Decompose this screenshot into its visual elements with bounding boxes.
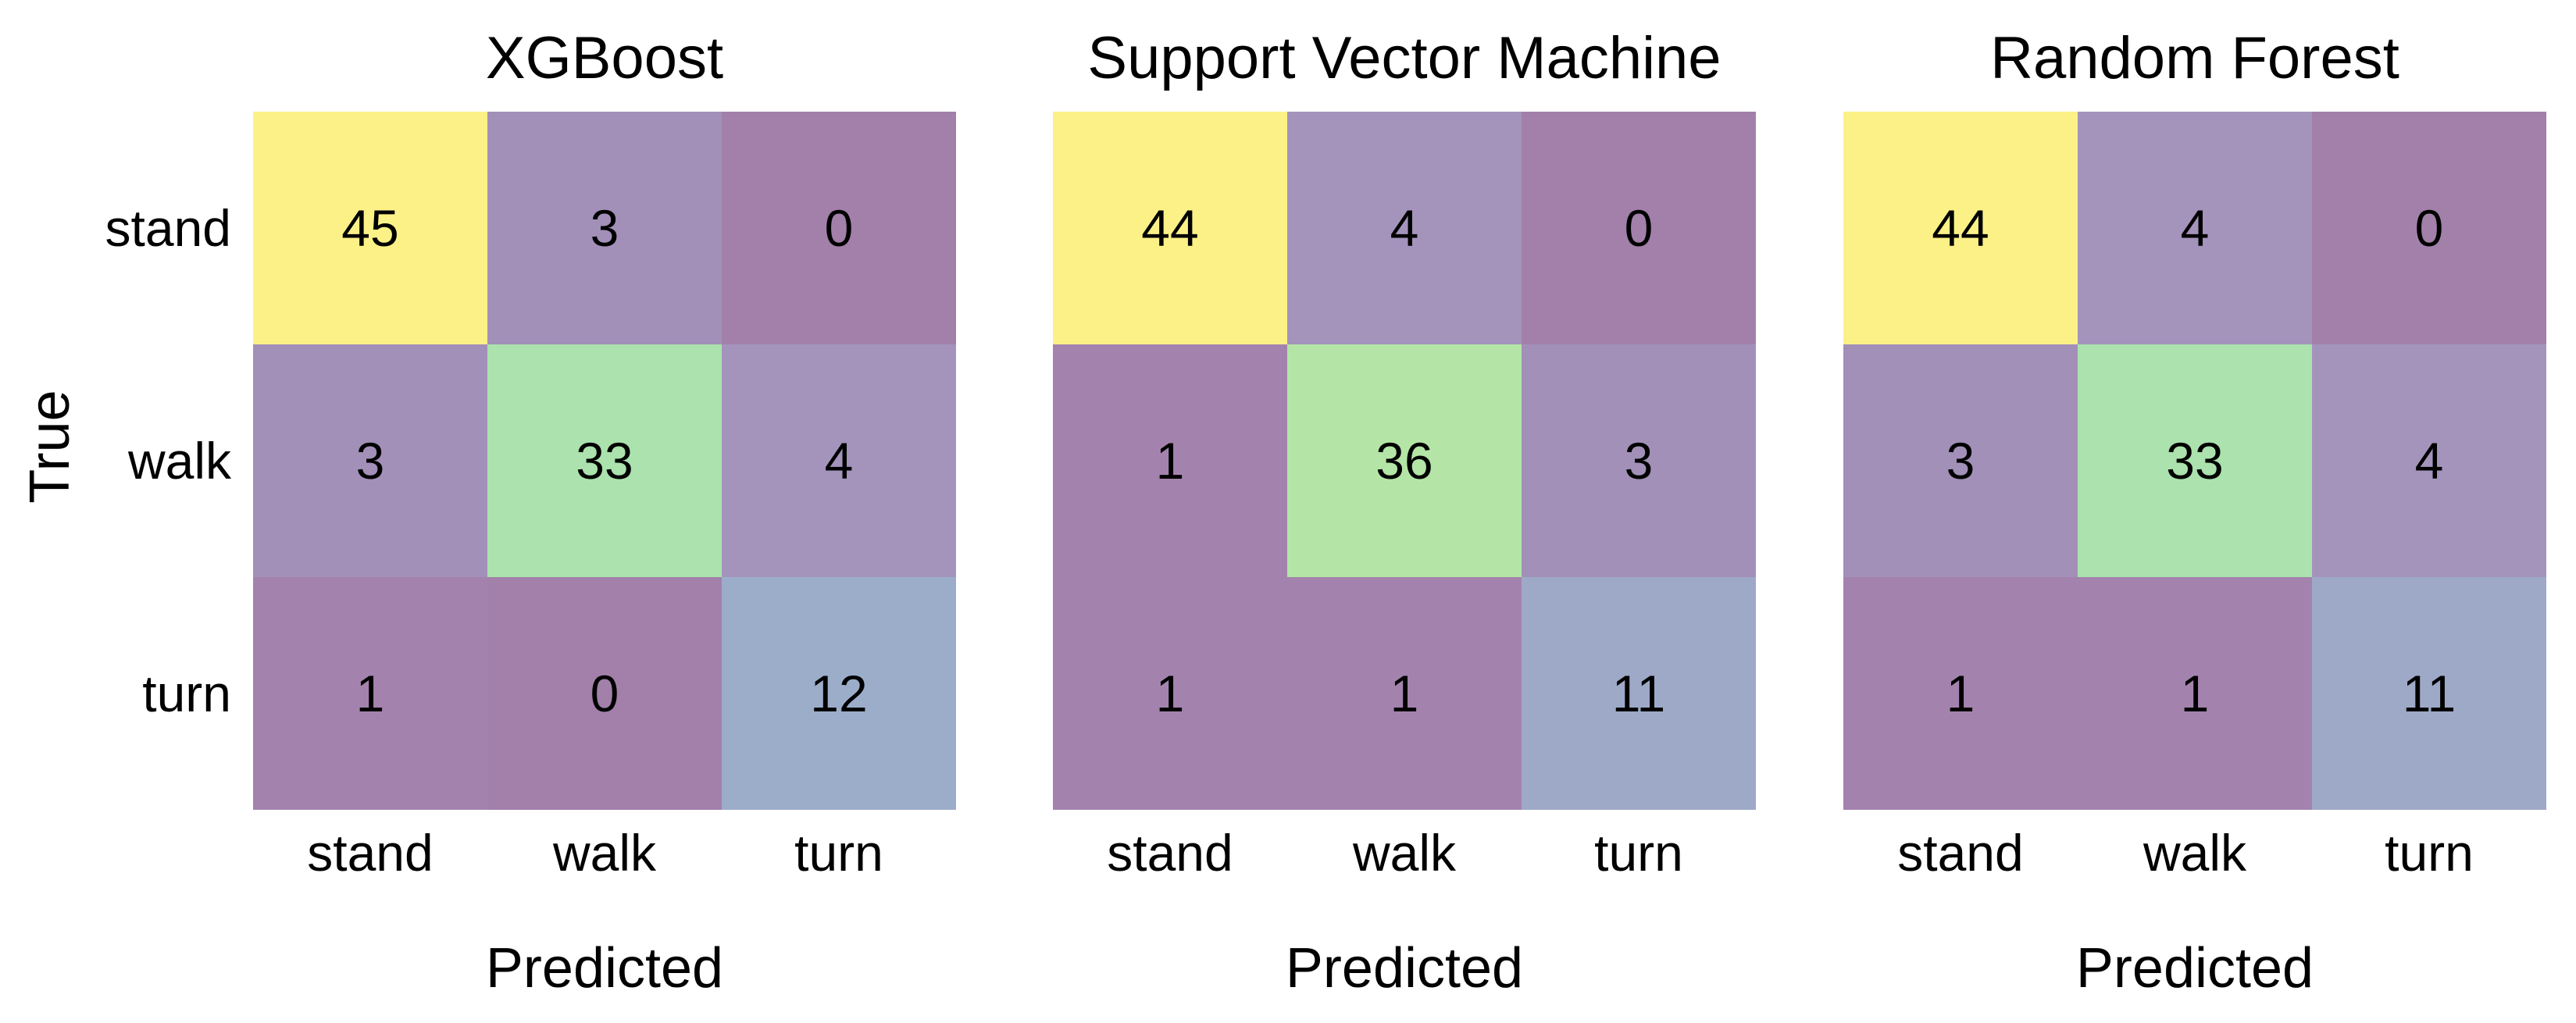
cell-rf-r2c2: 11 xyxy=(2312,577,2546,810)
x-axis-label-predicted-random-forest: Predicted xyxy=(2075,937,2314,1000)
x-tick-walk: walk xyxy=(1352,824,1457,882)
confusion-matrix-svm: 44 4 0 1 36 3 1 1 11 xyxy=(1053,112,1756,810)
cell-rf-r0c1: 4 xyxy=(2078,112,2312,344)
cell-svm-r2c1: 1 xyxy=(1287,577,1522,810)
confusion-matrix-xgboost: 45 3 0 3 33 4 1 0 12 xyxy=(253,112,956,810)
cell-rf-r1c0: 3 xyxy=(1843,344,2078,577)
cell-svm-r2c0: 1 xyxy=(1053,577,1287,810)
cell-svm-r0c2: 0 xyxy=(1522,112,1756,344)
cell-svm-r0c0: 44 xyxy=(1053,112,1287,344)
cell-xgboost-r2c0: 1 xyxy=(253,577,487,810)
cell-xgboost-r0c2: 0 xyxy=(722,112,956,344)
cell-xgboost-r2c2: 12 xyxy=(722,577,956,810)
cell-xgboost-r1c0: 3 xyxy=(253,344,487,577)
cell-xgboost-r0c1: 3 xyxy=(487,112,722,344)
cell-rf-r1c2: 4 xyxy=(2312,344,2546,577)
cell-xgboost-r0c0: 45 xyxy=(253,112,487,344)
panel-title-random-forest: Random Forest xyxy=(1990,25,2399,91)
x-tick-stand: stand xyxy=(1107,824,1233,882)
cell-xgboost-r1c2: 4 xyxy=(722,344,956,577)
cell-xgboost-r1c1: 33 xyxy=(487,344,722,577)
x-tick-turn: turn xyxy=(1594,824,1683,882)
x-axis-label-predicted-svm: Predicted xyxy=(1285,937,1524,1000)
cell-rf-r0c2: 0 xyxy=(2312,112,2546,344)
cell-svm-r1c1: 36 xyxy=(1287,344,1522,577)
confusion-matrix-random-forest: 44 4 0 3 33 4 1 1 11 xyxy=(1843,112,2546,810)
x-tick-labels-svm: stand walk turn xyxy=(1053,822,1756,884)
cell-svm-r0c1: 4 xyxy=(1287,112,1522,344)
x-tick-turn: turn xyxy=(2385,824,2474,882)
x-tick-labels-xgboost: stand walk turn xyxy=(253,822,956,884)
cell-svm-r1c2: 3 xyxy=(1522,344,1756,577)
cell-svm-r1c0: 1 xyxy=(1053,344,1287,577)
panel-title-svm: Support Vector Machine xyxy=(1087,25,1721,91)
y-tick-walk: walk xyxy=(127,432,231,490)
y-tick-turn: turn xyxy=(142,665,231,722)
cell-rf-r2c1: 1 xyxy=(2078,577,2312,810)
cell-rf-r2c0: 1 xyxy=(1843,577,2078,810)
panel-title-xgboost: XGBoost xyxy=(485,25,724,91)
cell-rf-r0c0: 44 xyxy=(1843,112,2078,344)
x-tick-walk: walk xyxy=(552,824,657,882)
x-tick-walk: walk xyxy=(2143,824,2247,882)
x-axis-label-predicted-xgboost: Predicted xyxy=(485,937,724,1000)
x-tick-stand: stand xyxy=(307,824,433,882)
cell-rf-r1c1: 33 xyxy=(2078,344,2312,577)
cell-xgboost-r2c1: 0 xyxy=(487,577,722,810)
y-tick-stand: stand xyxy=(105,199,231,257)
cell-svm-r2c2: 11 xyxy=(1522,577,1756,810)
y-tick-labels: stand walk turn xyxy=(0,112,242,810)
x-tick-turn: turn xyxy=(794,824,883,882)
x-tick-labels-random-forest: stand walk turn xyxy=(1843,822,2546,884)
x-tick-stand: stand xyxy=(1897,824,2024,882)
